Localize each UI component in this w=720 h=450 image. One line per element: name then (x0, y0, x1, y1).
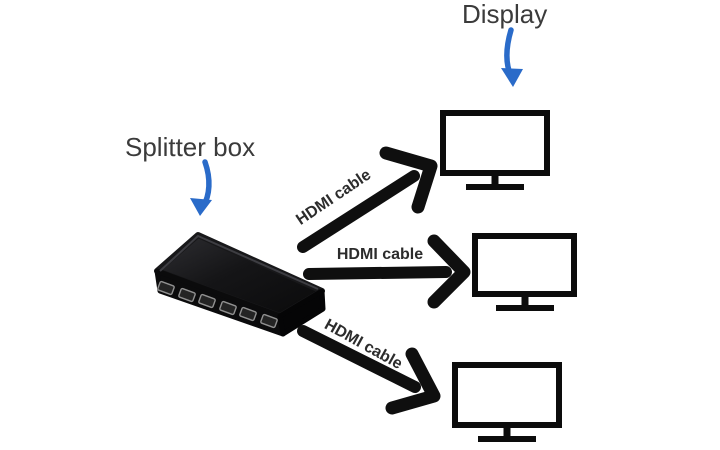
monitor-1-stand-stem (491, 176, 499, 184)
splitter-box-side-face (277, 288, 326, 337)
arrow-head-icon (379, 146, 438, 214)
display-label: Display (462, 0, 548, 29)
arrow-shaft (303, 266, 452, 280)
monitor-1 (440, 110, 550, 190)
arrow-head-icon (427, 234, 471, 309)
arrow-shaft (297, 325, 421, 393)
monitor-2-stand-stem (521, 297, 528, 305)
arrow-shaft (297, 170, 420, 253)
hdmi-cable-arrow-bottom (297, 325, 441, 415)
monitor-1-stand-base (466, 184, 524, 190)
splitter-box-device (154, 232, 326, 337)
splitter-box-label: Splitter box (125, 132, 256, 162)
hdmi-cable-arrow-middle (303, 234, 471, 309)
hdmi-port-icon (239, 306, 257, 322)
monitor-2-stand-base (495, 305, 554, 311)
splitter-box-hdmi-ports (157, 280, 278, 329)
splitter-pointer-arrow-icon (190, 159, 212, 216)
hdmi-port-icon (198, 293, 216, 309)
display-pointer-arrow-icon (501, 27, 523, 87)
monitor-3-stand-stem (503, 428, 511, 436)
arrow-head-icon (385, 347, 441, 415)
hdmi-cable-arrow-top (297, 146, 438, 253)
hdmi-port-icon (260, 313, 278, 329)
monitor-3-stand-base (478, 436, 536, 442)
monitor-3 (452, 362, 562, 442)
hdmi-cable-label-middle: HDMI cable (336, 246, 424, 263)
splitter-box-edge-highlight (159, 235, 319, 290)
hdmi-port-icon (157, 280, 175, 296)
monitor-2 (472, 233, 577, 311)
hdmi-port-icon (178, 287, 196, 303)
hdmi-port-icon (219, 300, 237, 316)
